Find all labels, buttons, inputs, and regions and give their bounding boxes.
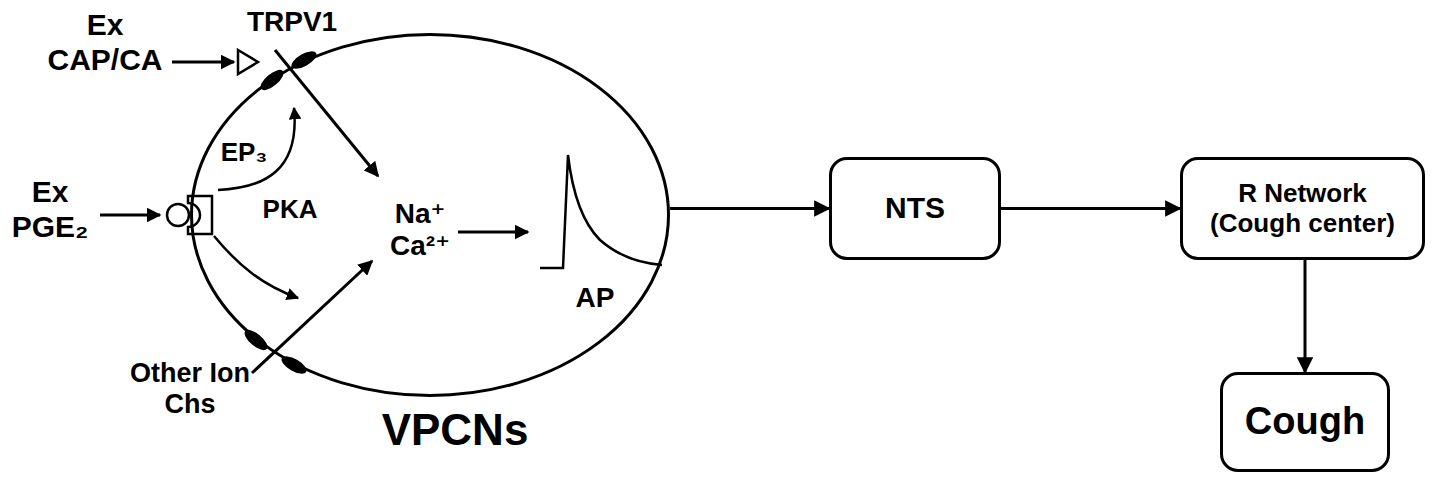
flow-arrow: [670, 207, 829, 210]
flow-arrow: [1001, 207, 1180, 210]
stimulus-label: Ex CAP/CA: [43, 8, 168, 77]
box-content: R Network (Cough center): [1195, 179, 1410, 239]
box-label: Cough: [1245, 400, 1365, 444]
input-arrow: [100, 214, 160, 217]
ligand-circle: [167, 204, 189, 226]
cell-membrane: [192, 35, 669, 396]
ion-flux-arrow: [252, 261, 372, 373]
signal-label: AP: [565, 282, 625, 314]
ion-label: Na⁺ Ca²⁺: [390, 198, 450, 262]
stimulus-label: Ex PGE₂: [5, 175, 95, 244]
receptor-label: EP₃: [214, 138, 274, 168]
process-box: R Network (Cough center): [1180, 157, 1425, 260]
flow-arrow: [1304, 260, 1307, 372]
input-arrow: [172, 61, 234, 64]
box-label: R Network (Cough center): [1195, 179, 1410, 239]
process-box: Cough: [1220, 372, 1390, 472]
channel-label: Other Ion Chs: [130, 358, 250, 420]
action-potential-trace: [540, 155, 662, 268]
ligand-triangle: [238, 50, 258, 74]
box-label: NTS: [885, 191, 945, 226]
box-content: Cough: [1245, 400, 1365, 444]
box-content: NTS: [885, 191, 945, 226]
signal-arrow: [214, 236, 298, 298]
process-arrow: [458, 231, 528, 234]
cell-heading: VPCNs: [210, 405, 700, 456]
channel-label: TRPV1: [237, 6, 347, 38]
process-box: NTS: [829, 157, 1001, 260]
kinase-label: PKA: [255, 195, 325, 225]
